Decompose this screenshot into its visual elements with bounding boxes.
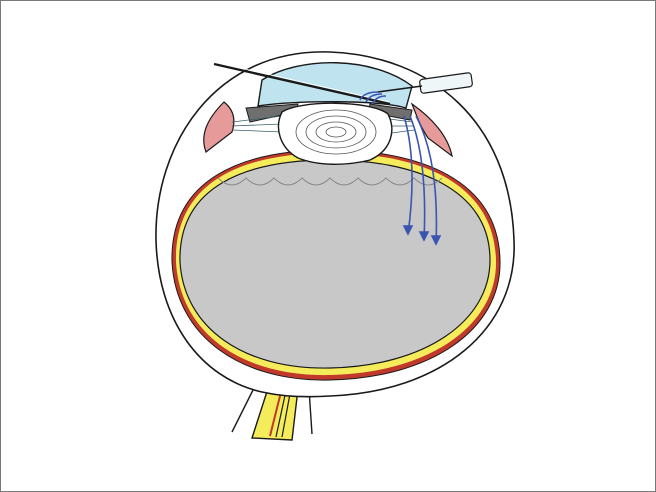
lens (279, 103, 392, 164)
vitreous-body (180, 160, 490, 368)
